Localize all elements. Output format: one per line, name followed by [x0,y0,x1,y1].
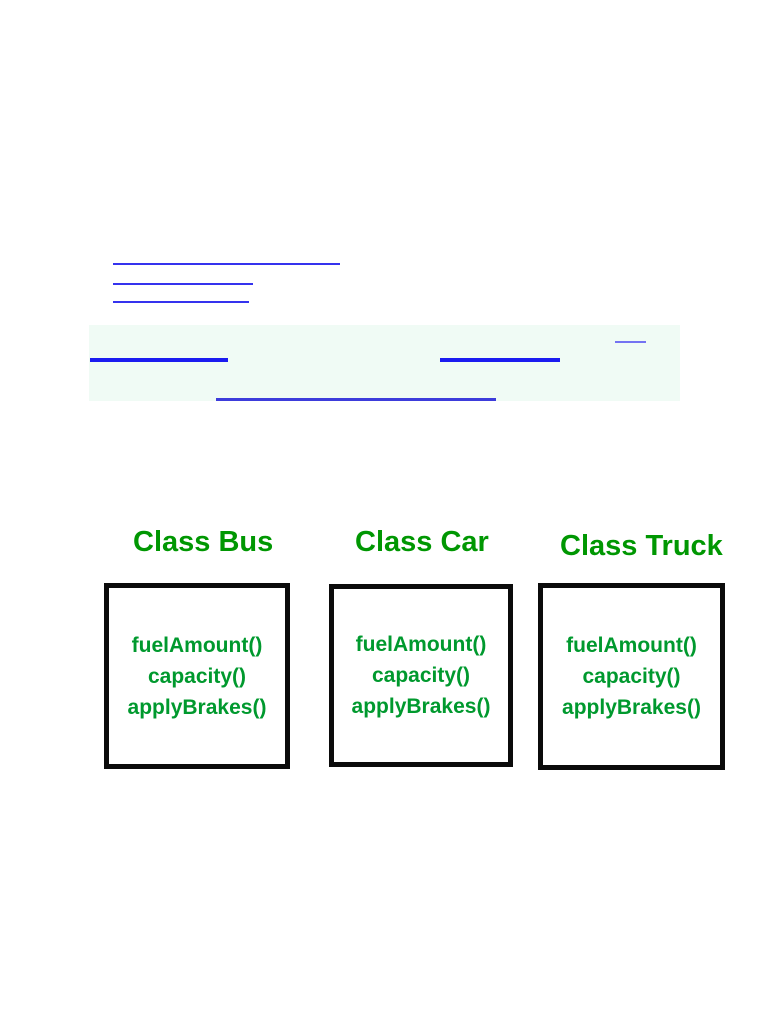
method-label: fuelAmount() [566,634,697,657]
class-box-car: fuelAmount() capacity() applyBrakes() [329,584,513,767]
method-label: fuelAmount() [131,633,263,657]
class-title-truck: Class Truck [560,530,723,562]
class-box-bus: fuelAmount() capacity() applyBrakes() [104,583,290,769]
bold-link-underline-1[interactable] [90,358,228,362]
class-title-bus: Class Bus [133,526,274,558]
method-label: fuelAmount() [355,633,487,656]
class-box-truck: fuelAmount() capacity() applyBrakes() [538,583,725,770]
bold-link-underline-2[interactable] [440,358,560,362]
link-underline-3[interactable] [113,301,249,303]
class-title-car: Class Car [355,526,489,558]
method-label: applyBrakes() [351,695,491,718]
method-label: applyBrakes() [562,696,701,719]
method-label: applyBrakes() [127,695,267,719]
link-underline-2[interactable] [113,283,253,285]
link-underline-1[interactable] [113,263,340,265]
method-label: capacity() [582,665,681,688]
link-underline-small[interactable] [615,341,646,343]
method-label: capacity() [371,664,471,687]
method-label: capacity() [147,664,247,688]
highlighted-paragraph [89,325,680,401]
link-underline-bottom[interactable] [216,398,496,401]
